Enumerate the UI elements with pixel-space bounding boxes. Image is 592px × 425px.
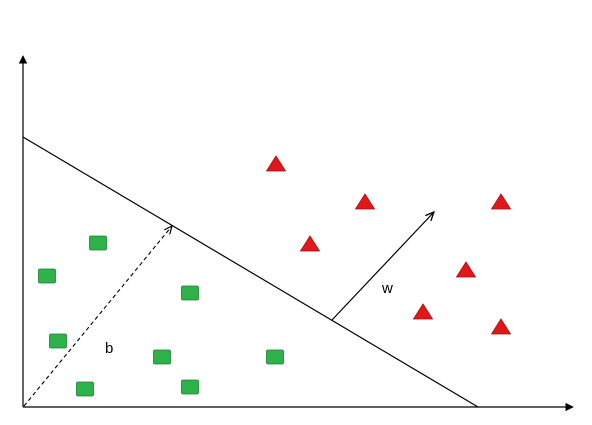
green-square-point	[266, 349, 284, 365]
red-triangle-point	[299, 235, 321, 252]
red-triangle-point	[490, 318, 512, 335]
normal-vector-w	[331, 212, 434, 321]
offset-vector-b	[23, 226, 172, 407]
green-square-point	[153, 349, 171, 365]
decision-boundary	[22, 136, 479, 408]
red-triangle-point	[265, 155, 287, 172]
green-square-point	[49, 333, 67, 349]
red-triangle-point	[455, 261, 477, 278]
green-square-point	[181, 285, 199, 301]
red-triangle-point	[490, 193, 512, 210]
green-square-point	[38, 268, 56, 284]
red-triangle-point	[412, 303, 434, 320]
w-label: w	[381, 280, 393, 297]
b-label: b	[105, 340, 113, 357]
green-square-point	[89, 235, 107, 251]
class-b-points	[265, 155, 512, 335]
class-a-points	[38, 235, 284, 397]
red-triangle-point	[354, 193, 376, 210]
green-square-point	[76, 381, 94, 397]
green-square-point	[181, 379, 199, 395]
